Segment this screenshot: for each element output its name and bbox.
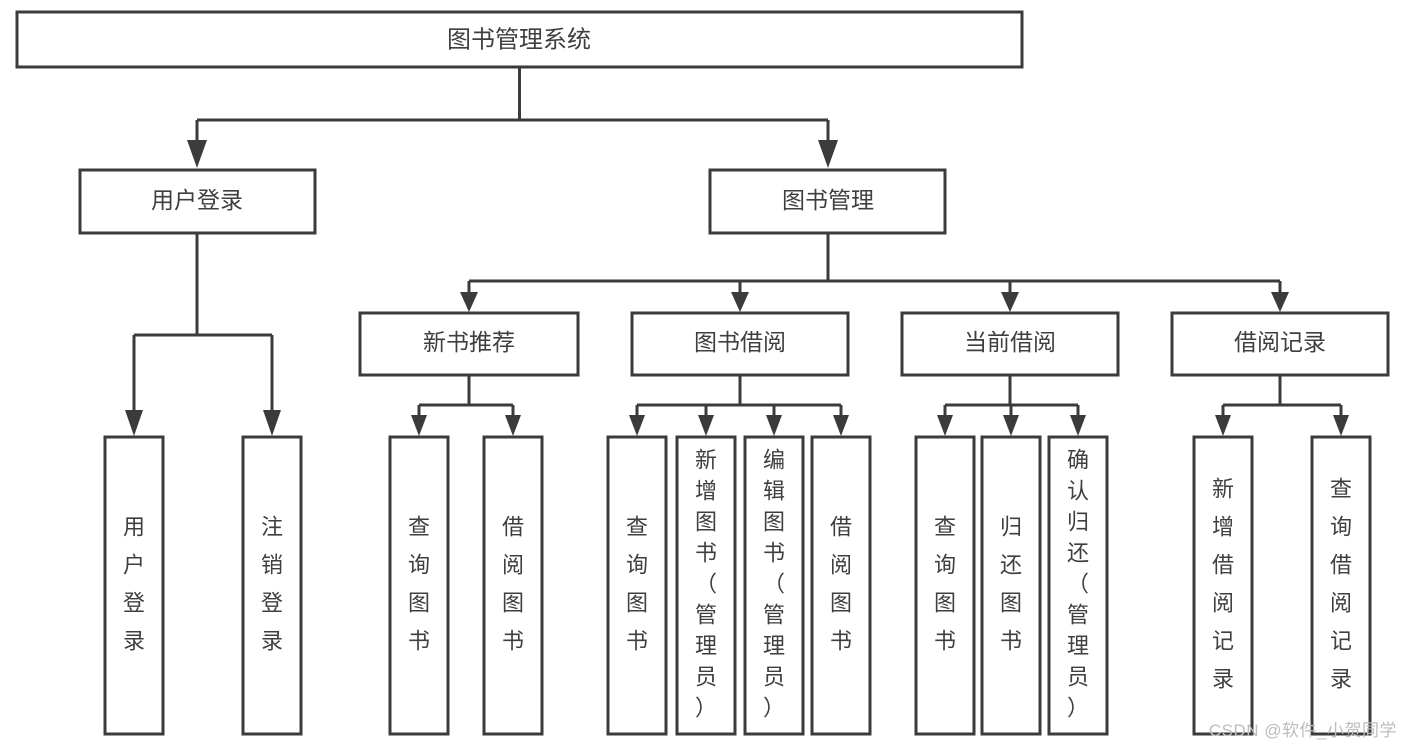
arrow-user-login: [187, 140, 207, 168]
node-current-borrow-label: 当前借阅: [964, 329, 1056, 355]
leaf-label-br-query: 查询借阅记录: [1330, 476, 1352, 691]
arrow-leaf-bb-3: [766, 415, 782, 436]
leaf-box-cb-query[interactable]: [914, 435, 976, 736]
node-user-login-label: 用户登录: [151, 187, 243, 213]
arrow-leaf-bb-2: [698, 415, 714, 436]
leaf-label-logout: 注销登录: [261, 514, 283, 653]
leaf-node[interactable]: 查询借阅记录: [1310, 435, 1372, 736]
arrow-book-mgmt: [818, 140, 838, 168]
leaf-label-cb-confirm: 确认归还（管理员）: [1067, 447, 1089, 720]
leaf-node[interactable]: 查询图书: [388, 435, 450, 736]
leaf-node[interactable]: 查询图书: [606, 435, 668, 736]
leaf-box-cb-confirm[interactable]: [1047, 435, 1109, 736]
node-book-management[interactable]: 图书管理: [708, 168, 947, 235]
node-new-book-recommend[interactable]: 新书推荐: [358, 311, 580, 377]
arrow-book-borrow: [731, 292, 749, 312]
leaf-label-user-login: 用户登录: [123, 514, 145, 653]
arrow-leaf-br-2: [1333, 415, 1349, 436]
arrow-leaf-nb-1: [411, 415, 427, 436]
node-root-label: 图书管理系统: [447, 26, 591, 53]
node-borrow-record[interactable]: 借阅记录: [1170, 311, 1390, 377]
leaf-label-bb-edit: 编辑图书（管理员）: [763, 447, 785, 720]
leaf-node[interactable]: 确认归还（管理员）: [1047, 435, 1109, 736]
leaf-node[interactable]: 注销登录: [241, 435, 303, 736]
leaf-label-bb-add: 新增图书（管理员）: [695, 447, 717, 720]
leaf-box-bb-borrow[interactable]: [810, 435, 872, 736]
node-book-management-label: 图书管理: [782, 187, 874, 213]
leaf-node[interactable]: 查询图书: [914, 435, 976, 736]
leaf-box-br-query[interactable]: [1310, 435, 1372, 736]
leaf-node[interactable]: 新增借阅记录: [1192, 435, 1254, 736]
arrow-leaf-br-1: [1215, 415, 1231, 436]
leaf-label-cb-query: 查询图书: [934, 514, 956, 653]
node-book-borrow-box[interactable]: [630, 311, 850, 377]
node-current-borrow[interactable]: 当前借阅: [900, 311, 1120, 377]
node-borrow-record-box[interactable]: [1170, 311, 1390, 377]
arrow-leaf-logout: [263, 410, 281, 436]
arrow-leaf-bb-4: [833, 415, 849, 436]
node-book-borrow-label: 图书借阅: [694, 329, 786, 355]
arrow-leaf-user-login: [125, 410, 143, 436]
arrow-current-borrow: [1001, 292, 1019, 312]
leaf-box-nb-query[interactable]: [388, 435, 450, 736]
node-root[interactable]: 图书管理系统: [15, 10, 1024, 69]
leaf-label-br-add: 新增借阅记录: [1212, 476, 1234, 691]
leaf-node[interactable]: 借阅图书: [482, 435, 544, 736]
arrow-borrow-record: [1271, 292, 1289, 312]
node-book-management-box[interactable]: [708, 168, 947, 235]
leaf-box-nb-borrow[interactable]: [482, 435, 544, 736]
node-user-login[interactable]: 用户登录: [78, 168, 317, 235]
leaf-node[interactable]: 归还图书: [980, 435, 1042, 736]
leaf-node[interactable]: 编辑图书（管理员）: [743, 435, 805, 736]
node-user-login-box[interactable]: [78, 168, 317, 235]
leaf-node[interactable]: 借阅图书: [810, 435, 872, 736]
leaf-box-cb-return[interactable]: [980, 435, 1042, 736]
arrow-leaf-nb-2: [505, 415, 521, 436]
leaf-label-bb-query: 查询图书: [626, 514, 648, 653]
leaf-label-cb-return: 归还图书: [1000, 514, 1022, 653]
leaf-box-logout[interactable]: [241, 435, 303, 736]
node-root-box[interactable]: [15, 10, 1024, 69]
node-current-borrow-box[interactable]: [900, 311, 1120, 377]
leaf-label-bb-borrow: 借阅图书: [830, 514, 852, 653]
arrow-leaf-cb-2: [1003, 415, 1019, 436]
leaf-box-br-add[interactable]: [1192, 435, 1254, 736]
leaf-label-nb-borrow: 借阅图书: [502, 514, 524, 653]
node-borrow-record-label: 借阅记录: [1234, 329, 1326, 355]
leaf-node[interactable]: 新增图书（管理员）: [675, 435, 737, 736]
leaf-label-nb-query: 查询图书: [408, 514, 430, 653]
leaf-box-bb-edit[interactable]: [743, 435, 805, 736]
leaf-box-bb-query[interactable]: [606, 435, 668, 736]
node-book-borrow[interactable]: 图书借阅: [630, 311, 850, 377]
node-new-book-recommend-box[interactable]: [358, 311, 580, 377]
leaf-box-bb-add[interactable]: [675, 435, 737, 736]
leaf-box-user-login[interactable]: [103, 435, 165, 736]
arrow-leaf-cb-1: [937, 415, 953, 436]
arrow-leaf-cb-3: [1070, 415, 1086, 436]
arrow-leaf-bb-1: [629, 415, 645, 436]
edges-layer: [125, 67, 1349, 436]
leaf-node[interactable]: 用户登录: [103, 435, 165, 736]
node-new-book-recommend-label: 新书推荐: [423, 329, 515, 355]
arrow-new-book: [460, 292, 478, 312]
